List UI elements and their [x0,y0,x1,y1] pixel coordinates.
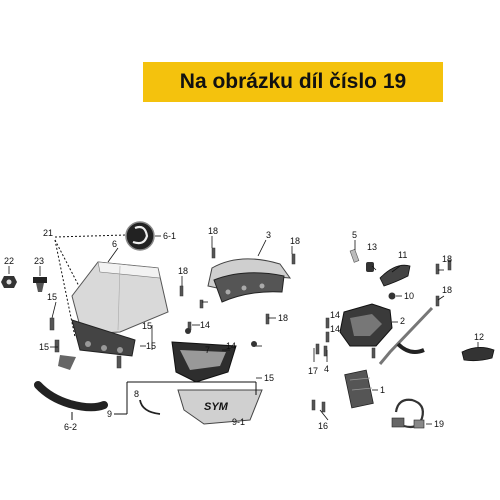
callout-18-e: 18 [442,254,452,264]
callout-18-b: 18 [290,236,300,246]
callout-15-b: 15 [39,342,49,352]
callout-10: 10 [404,291,414,301]
callout-14-a: 14 [200,320,210,330]
screw-parts-middle [179,247,296,331]
callout-2: 2 [400,316,405,326]
bracket-box-9 [114,381,257,415]
leader-lines-21 [54,234,127,338]
bolt-22 [1,276,17,288]
callout-1: 1 [380,385,385,395]
emblem-part [125,221,155,251]
callout-23: 23 [34,256,44,266]
callout-15-a: 15 [47,292,57,302]
front-cover-part [171,328,257,383]
callout-6-1: 6-1 [163,231,176,241]
callout-6-2: 6-2 [64,422,77,432]
meter-cover-part [207,258,292,303]
callout-3: 3 [266,230,271,240]
callout-13: 13 [367,242,377,252]
callout-11: 11 [398,250,407,260]
callout-labels: 21 6 6-1 22 23 15 15 15 15 6-2 18 3 18 1… [4,226,484,432]
callout-18-d: 18 [278,313,288,323]
callout-9: 9 [107,409,112,419]
screw-10 [388,292,396,300]
callout-17: 17 [308,366,318,376]
grommet-13 [366,262,374,272]
cable-part-1 [344,369,374,409]
callout-14-c: 14 [330,310,340,320]
callout-19: 19 [434,419,444,429]
banner-text: Na obrázku díl číslo 19 [179,70,407,93]
callout-14-d: 14 [330,324,340,334]
wire-part-8 [139,399,161,415]
rubber-strip-part [34,381,108,412]
callout-22: 22 [4,256,14,266]
leader-lines [8,235,479,425]
callout-15-d: 15 [142,321,152,331]
harness-part [378,306,434,365]
callout-18-a: 18 [208,226,218,236]
callout-5: 5 [352,230,357,240]
callout-18-c: 18 [178,266,188,276]
callout-12: 12 [474,332,484,342]
callout-8: 8 [134,389,139,399]
callout-6: 6 [112,239,117,249]
screw-parts-right [311,259,452,413]
sensor-part-19 [391,398,425,429]
callout-15-c: 15 [146,341,156,351]
windshield-part [58,261,169,370]
callout-9-1: 9-1 [232,417,245,427]
mirror-cover-11 [379,264,411,287]
callout-21: 21 [43,228,53,238]
callout-16: 16 [318,421,328,431]
callout-7: 7 [205,345,210,355]
rubber-part-12 [461,347,495,362]
pin-5 [349,248,360,263]
callout-14-b: 14 [226,341,236,351]
callout-4: 4 [324,364,329,374]
meter-housing-part [339,303,393,347]
sym-logo: SYM [204,401,229,413]
lower-garnish-part: SYM [177,389,263,425]
callout-15-e: 15 [264,373,274,383]
callout-18-f: 18 [442,285,452,295]
connector-part [396,342,425,354]
part-number-banner: Na obrázku díl číslo 19 [143,62,443,102]
clip-23 [33,277,47,292]
